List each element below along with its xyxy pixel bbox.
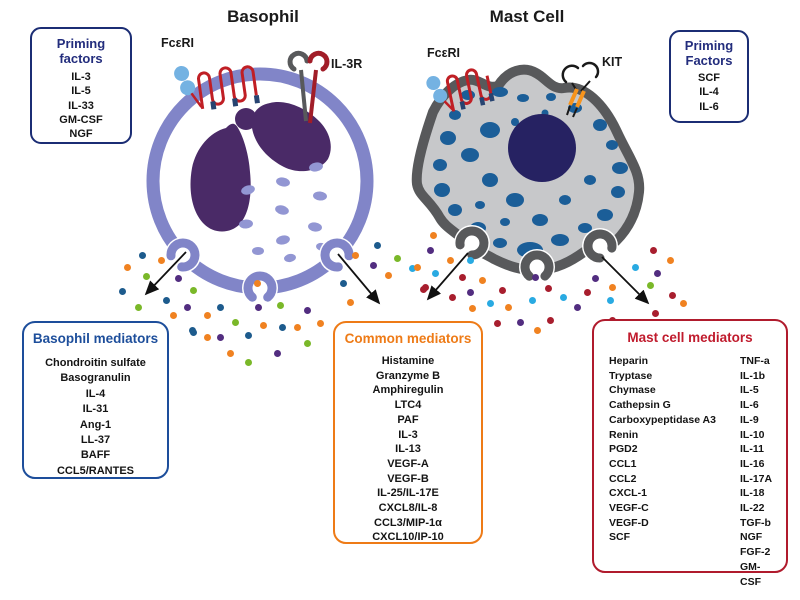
- mediator-item: Basogranulin: [60, 372, 131, 385]
- mediator-item: Renin: [609, 428, 639, 441]
- kit-label: KIT: [602, 55, 623, 69]
- mediator-item: IL-9: [740, 413, 759, 426]
- mediator-item: SCF: [609, 531, 630, 544]
- arrow-mast-right: [601, 256, 650, 305]
- mediator-item: IL-31: [82, 403, 109, 416]
- mediator-item: IL-25/IL-17E: [377, 487, 439, 500]
- kit-receptor-icon: [561, 61, 600, 118]
- priming-factor-item: IL-33: [68, 99, 94, 112]
- basophil-granules: [239, 162, 328, 263]
- mediator-item: IL-5: [740, 384, 759, 397]
- mediator-item: Chymase: [609, 384, 656, 397]
- mast-cell-mediators-title: Mast cell mediators: [627, 330, 753, 345]
- mast-pore-left: [454, 225, 490, 261]
- mediator-item: BAFF: [80, 449, 111, 462]
- mediator-item: CCL2: [609, 472, 637, 485]
- il3r-label: IL-3R: [331, 57, 363, 71]
- mediator-item: GM-CSF: [740, 560, 761, 588]
- mediator-item: VEGF-C: [609, 502, 649, 515]
- priming-factor-item: NGF: [69, 128, 93, 141]
- mediator-item: Histamine: [381, 355, 435, 367]
- mediator-item: IL-18: [740, 487, 765, 500]
- mediator-item: PAF: [397, 413, 419, 426]
- arrow-basophil-right: [337, 253, 381, 305]
- mast-pore-right: [582, 228, 618, 264]
- mediator-item: Amphiregulin: [372, 384, 444, 397]
- mediator-item: FGF-2: [740, 546, 771, 559]
- priming-factors-title-mast: Priming Factors: [684, 38, 734, 68]
- mast-cell: [411, 61, 645, 285]
- mediator-item: IL-11: [740, 443, 764, 456]
- priming-factors-title-basophil: Priming factors: [56, 36, 106, 66]
- mediator-item: Carboxypeptidase A3: [609, 413, 716, 426]
- mediator-item: Chondroitin sulfate: [45, 357, 146, 369]
- priming-factor-item: GM-CSF: [59, 113, 103, 126]
- mediator-item: IL-3: [398, 428, 418, 441]
- basophil-pore-center: [242, 270, 278, 306]
- basophil-title: Basophil: [227, 7, 299, 26]
- mediator-item: CXCL10/IP-10: [372, 531, 444, 544]
- priming-factor-item: IL-3: [71, 71, 91, 83]
- mediator-item: CXCL-1: [609, 487, 647, 500]
- mast-nucleus: [508, 114, 576, 182]
- mediator-item: NGF: [740, 531, 763, 544]
- mediator-item: IL-1b: [740, 369, 766, 382]
- fceri-label-basophil: FcεRI: [161, 36, 195, 50]
- priming-factor-item: IL-6: [699, 100, 719, 113]
- mediator-item: VEGF-A: [387, 457, 429, 470]
- priming-factor-item: SCF: [698, 72, 720, 84]
- arrow-mast-left: [426, 252, 469, 301]
- mediator-item: Ang-1: [79, 418, 112, 431]
- priming-factor-item: IL-5: [71, 85, 91, 98]
- mediator-item: LL-37: [80, 434, 111, 447]
- mediator-item: IL-22: [740, 502, 765, 515]
- fceri-label-mast: FcεRI: [427, 46, 461, 60]
- basophil-cell: [146, 50, 374, 306]
- il3r-receptor-icon: [287, 50, 330, 124]
- mediator-item: CXCL8/IL-8: [378, 502, 438, 515]
- mediator-item: LTC4: [394, 399, 422, 412]
- mediator-item: IL-17A: [740, 472, 773, 485]
- mast-pore-center: [519, 249, 555, 285]
- mediator-item: PGD2: [609, 443, 638, 456]
- mediator-item: IL-4: [85, 387, 106, 400]
- mediator-item: VEGF-D: [609, 516, 649, 529]
- mediator-item: CCL3/MIP-1α: [374, 516, 442, 529]
- mediator-item: IL-16: [740, 457, 765, 470]
- mediator-item: Heparin: [609, 355, 649, 367]
- mediator-item: Granzyme B: [375, 369, 441, 382]
- mediator-item: CCL5/RANTES: [56, 464, 134, 477]
- mediator-item: Tryptase: [609, 369, 653, 382]
- mediator-item: CCL1: [609, 457, 637, 470]
- mediator-item: VEGF-B: [387, 472, 429, 485]
- degranulation-arrows: [144, 251, 650, 305]
- common-mediators-title: Common mediators: [344, 331, 472, 346]
- mediator-item: TNF-a: [740, 355, 770, 367]
- mediator-item: IL-6: [740, 399, 759, 412]
- arrow-basophil-left: [144, 251, 187, 296]
- fceri-receptor-basophil-icon: [174, 65, 260, 110]
- mediator-item: Cathepsin G: [609, 399, 671, 412]
- mediator-item: TGF-b: [740, 516, 771, 529]
- mediator-item: IL-10: [740, 428, 765, 441]
- mast-granules: [433, 87, 628, 258]
- basophil-mediators-title: Basophil mediators: [32, 331, 159, 346]
- mediator-item: IL-13: [395, 443, 421, 456]
- priming-factor-item: IL-4: [699, 86, 719, 99]
- fceri-receptor-mast-icon: [426, 68, 495, 112]
- mast-cell-title: Mast Cell: [489, 7, 565, 26]
